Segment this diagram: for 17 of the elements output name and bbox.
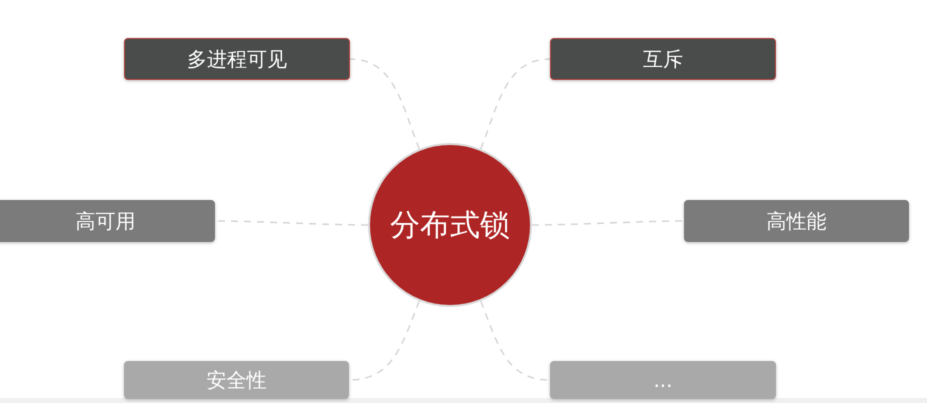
topic-box (550, 361, 776, 399)
dashed-connector (215, 220, 368, 226)
dashed-connector (350, 58, 420, 150)
topic-box (550, 38, 776, 80)
dashed-connector (532, 220, 684, 226)
node-label: 高可用 (76, 208, 136, 234)
node-label: 高性能 (766, 208, 826, 234)
topic-box (124, 361, 349, 399)
topic-box (684, 200, 909, 242)
node-label: 多进程可见 (187, 46, 287, 72)
node-label: 安全性 (206, 366, 266, 394)
topic-box (0, 200, 215, 242)
node-label: 分布式锁 (390, 206, 510, 244)
node-label: ... (653, 368, 673, 392)
dashed-connector (480, 58, 550, 150)
node-label: 互斥 (643, 46, 683, 72)
topic-box (124, 38, 350, 80)
